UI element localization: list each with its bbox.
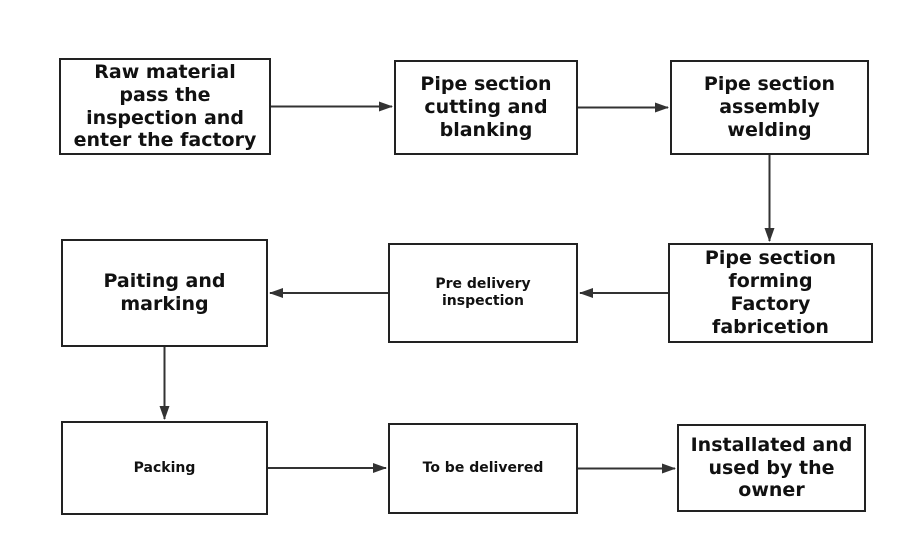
step-cutting-blanking: Pipe section cutting and blanking [394,60,578,155]
step-raw-material: Raw material pass the inspection and ent… [59,58,271,155]
step-assembly-welding: Pipe section assembly welding [670,60,869,155]
step-label: Raw material pass the inspection and ent… [73,60,257,152]
step-label: Pipe section forming Factory fabricetion [704,247,837,338]
step-packing: Packing [61,421,268,515]
step-label: Pipe section cutting and blanking [420,73,552,141]
step-installed-used: Installated and used by the owner [677,424,866,512]
step-label: To be delivered [422,460,544,477]
step-label: Installated and used by the owner [690,433,853,502]
step-painting-marking: Paiting and marking [61,239,268,347]
step-label: Paiting and marking [103,270,226,315]
step-label: Pre delivery inspection [435,276,531,309]
step-pre-delivery-inspection: Pre delivery inspection [388,243,578,343]
step-label: Packing [133,459,196,476]
step-label: Pipe section assembly welding [703,73,836,141]
step-forming-fabrication: Pipe section forming Factory fabricetion [668,243,873,343]
step-to-be-delivered: To be delivered [388,423,578,514]
